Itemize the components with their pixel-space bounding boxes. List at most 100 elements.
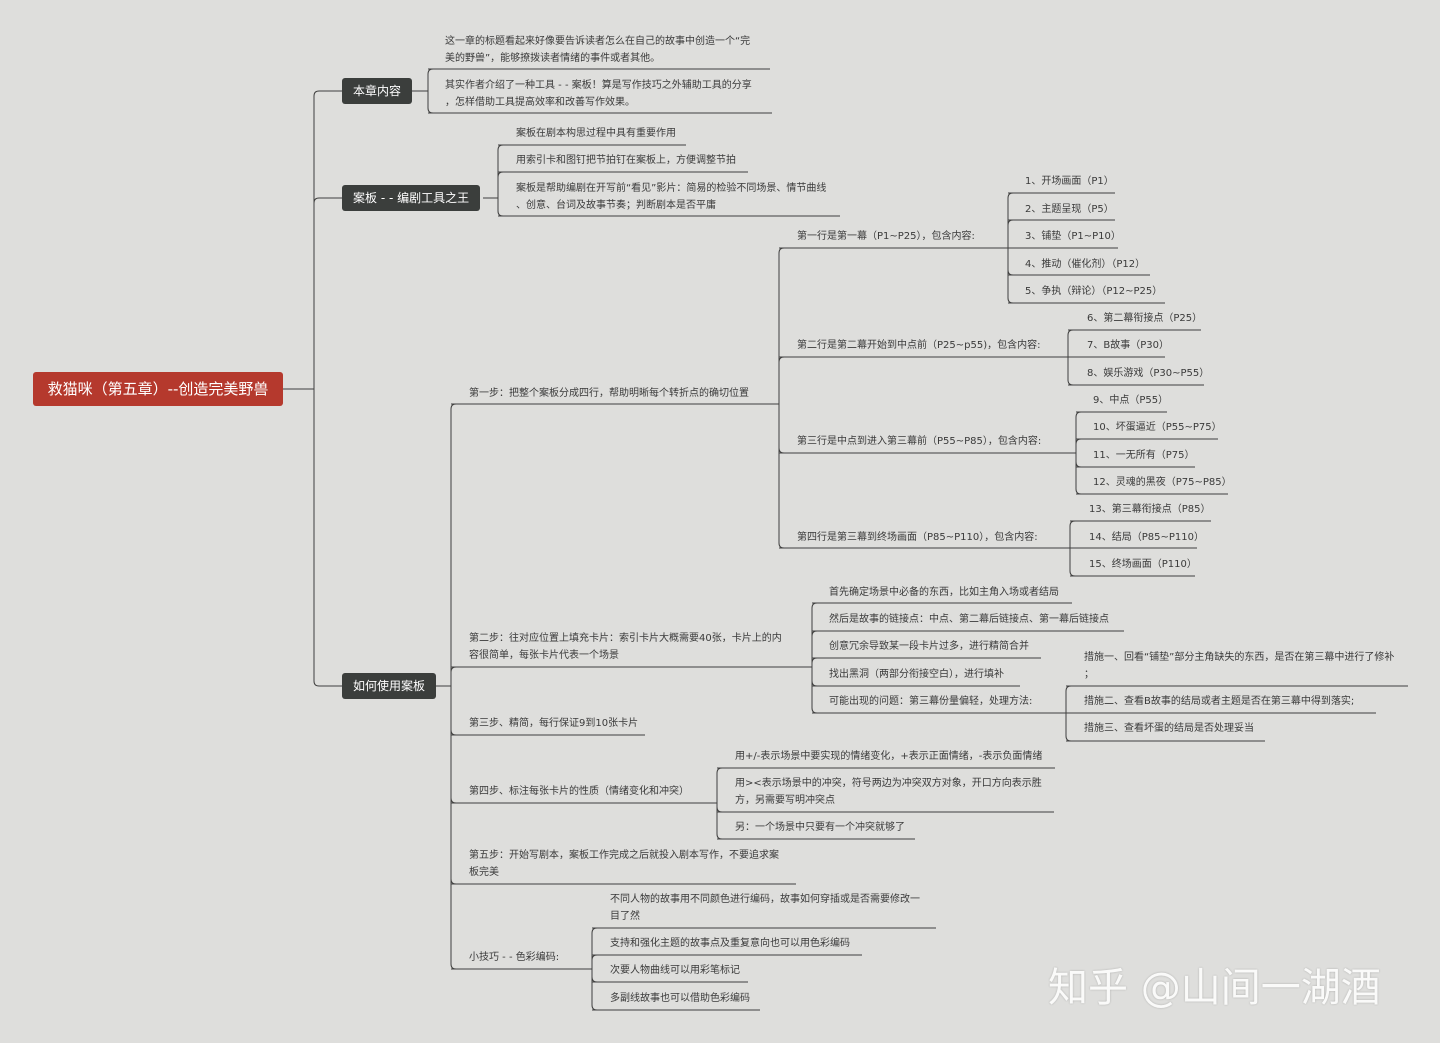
content-branch-link	[427, 68, 434, 91]
root-branch-link	[313, 197, 342, 389]
row1-item-3: 3、铺垫（P1~P10）	[1025, 231, 1121, 242]
tip-item-1-line-1: 不同人物的故事用不同颜色进行编码，故事如何穿插或是否需要修改一	[610, 894, 920, 905]
section-chapter-content: 本章内容	[342, 78, 413, 104]
row1-branch-link	[1007, 219, 1014, 248]
tip-branch-link	[591, 969, 598, 1011]
usage-branch-link	[450, 403, 457, 686]
step2-label-line-2: 容很简单，每张卡片代表一个场景	[469, 650, 619, 661]
row3-item-2: 10、坏蛋逼近（P55~P75）	[1093, 422, 1222, 433]
row2-item-1: 6、第二幕衔接点（P25）	[1087, 313, 1203, 324]
content-item-1-line-1: 这一章的标题看起来好像要告诉读者怎么在自己的故事中创造一个“完	[445, 36, 751, 47]
row3-item-3: 11、一无所有（P75）	[1093, 450, 1195, 461]
row2-item-3: 8、娱乐游戏（P30~P55）	[1087, 368, 1210, 379]
row4-item-2: 14、结局（P85~P110）	[1089, 532, 1204, 543]
row3-branch-link	[1075, 453, 1082, 468]
row4-branch-link	[1069, 548, 1076, 577]
board-item-2: 用索引卡和图钉把节拍钉在案板上，方便调整节拍	[516, 155, 736, 166]
row2-item-2: 7、B故事（P30）	[1087, 340, 1169, 351]
tip-branch-link	[591, 969, 598, 983]
step2-branch-link	[811, 657, 818, 667]
board-item-1: 案板在剧本构思过程中具有重要作用	[516, 128, 676, 139]
step2-item-4: 找出黑洞（两部分衔接空白），进行填补	[829, 669, 1004, 680]
row3-branch-link	[1075, 411, 1082, 453]
row2-branch-link	[1067, 357, 1074, 386]
step1-row2-label: 第二行是第二幕开始到中点前（P25~p55)，包含内容:	[797, 340, 1041, 351]
step4-branch-link	[716, 803, 723, 840]
content-item-2-line-2: ，怎样借助工具提高效率和改善写作效果。	[445, 97, 635, 108]
tip-item-3: 次要人物曲线可以用彩笔标记	[610, 965, 740, 976]
step1-branch-link	[778, 404, 785, 549]
watermark: 知乎 @山间一湖酒	[1048, 965, 1381, 1011]
measure-2: 措施二、查看B故事的结局或者主题是否在第三幕中得到落实;	[1084, 696, 1355, 707]
usage-branch-link	[450, 686, 457, 736]
row1-item-4: 4、推动（催化剂）（P12）	[1025, 259, 1146, 270]
step2-label-line-1: 第二步：往对应位置上填充卡片：索引卡片大概需要40张，卡片上的内	[469, 633, 782, 644]
step4-branch-link	[716, 767, 723, 803]
measure-branch-link	[1065, 685, 1072, 713]
usage-branch-link	[450, 666, 457, 686]
step4-label: 第四步、标注每张卡片的性质（情绪变化和冲突）	[469, 786, 689, 797]
root-branch-link	[313, 389, 342, 687]
step1-branch-link	[778, 247, 785, 404]
row3-branch-link	[1075, 453, 1082, 495]
row3-branch-link	[1075, 438, 1082, 453]
root-branch-link	[313, 90, 342, 389]
section-board-tool: 案板 - - 编剧工具之王	[342, 185, 481, 211]
step1-row4-label: 第四行是第三幕到终场画面（P85~P110），包含内容:	[797, 532, 1038, 543]
step2-branch-link	[811, 630, 818, 667]
tip-item-1-line-2: 目了然	[610, 911, 640, 922]
row2-branch-link	[1067, 329, 1074, 357]
step2-branch-link	[811, 602, 818, 667]
row3-item-4: 12、灵魂的黑夜（P75~P85）	[1093, 477, 1232, 488]
step2-item-1: 首先确定场景中必备的东西，比如主角入场或者结局	[829, 587, 1059, 598]
section-how-to-use: 如何使用案板	[342, 673, 437, 699]
tip-branch-link	[591, 954, 598, 969]
step5-label-line-2: 板完美	[469, 867, 499, 878]
step1-branch-link	[778, 356, 785, 404]
row3-item-1: 9、中点（P55）	[1093, 395, 1169, 406]
step1-row3-label: 第三行是中点到进入第三幕前（P55~P85），包含内容:	[797, 436, 1042, 447]
row1-branch-link	[1007, 248, 1014, 276]
step5-label-line-1: 第五步：开始写剧本，案板工作完成之后就投入剧本写作，不要追求案	[469, 850, 779, 861]
step2-item-3: 创意冗余导致某一段卡片过多，进行精简合并	[829, 641, 1029, 652]
tip-label: 小技巧 - - 色彩编码:	[469, 952, 560, 963]
step4-item-3: 另：一个场景中只要有一个冲突就够了	[735, 822, 905, 833]
row4-branch-link	[1069, 520, 1076, 548]
row1-item-5: 5、争执（辩论）（P12~P25）	[1025, 286, 1163, 297]
measure-3: 措施三、查看坏蛋的结局是否处理妥当	[1084, 723, 1254, 734]
step4-item-2-line-2: 方，另需要写明冲突点	[735, 795, 835, 806]
row4-item-1: 13、第三幕衔接点（P85）	[1089, 504, 1211, 515]
step1-row1-label: 第一行是第一幕（P1~P25），包含内容:	[797, 231, 975, 242]
step4-branch-link	[716, 803, 723, 813]
measure-1-line-2: ；	[1084, 669, 1094, 680]
step3-label: 第三步、精简，每行保证9到10张卡片	[469, 718, 639, 729]
board-branch-link	[497, 198, 504, 217]
board-branch-link	[497, 171, 504, 198]
tip-branch-link	[591, 927, 598, 969]
step2-branch-link	[811, 667, 818, 714]
usage-branch-link	[450, 686, 457, 804]
row4-item-3: 15、终场画面（P110）	[1089, 559, 1197, 570]
measure-branch-link	[1065, 713, 1072, 742]
step1-branch-link	[778, 404, 785, 454]
content-item-1-line-2: 美的野兽”，能够撩拨读者情绪的事件或者其他。	[445, 53, 661, 64]
board-item-3-line-1: 案板是帮助编剧在开写前“看见”影片：简易的检验不同场景、情节曲线	[516, 183, 827, 194]
tip-item-2: 支持和强化主题的故事点及重复意向也可以用色彩编码	[610, 938, 850, 949]
step2-item-5: 可能出现的问题：第三幕份量偏轻，处理方法:	[829, 696, 1033, 707]
root-topic: 救猫咪（第五章）--创造完美野兽	[33, 372, 283, 406]
content-branch-link	[427, 91, 434, 114]
content-item-2-line-1: 其实作者介绍了一种工具 - - 案板！算是写作技巧之外辅助工具的分享	[445, 80, 752, 91]
step1-label: 第一步：把整个案板分成四行，帮助明晰每个转折点的确切位置	[469, 388, 749, 399]
usage-branch-link	[450, 686, 457, 885]
measure-1-line-1: 措施一、回看“铺垫”部分主角缺失的东西，是否在第三幕中进行了修补	[1084, 652, 1395, 663]
row1-item-1: 1、开场画面（P1）	[1025, 176, 1114, 187]
tip-item-4: 多副线故事也可以借助色彩编码	[610, 993, 750, 1004]
step2-branch-link	[811, 667, 818, 687]
step2-item-2: 然后是故事的链接点：中点、第二幕后链接点、第一幕后链接点	[829, 614, 1109, 625]
step4-item-2-line-1: 用><表示场景中的冲突，符号两边为冲突双方对象，开口方向表示胜	[735, 778, 1042, 789]
step4-item-1: 用+/-表示场景中要实现的情绪变化，+表示正面情绪，-表示负面情绪	[735, 751, 1043, 762]
board-item-3-line-2: 、创意、台词及故事节奏；判断剧本是否平庸	[516, 200, 716, 211]
usage-branch-link	[450, 686, 457, 970]
row1-item-2: 2、主题呈现（P5）	[1025, 204, 1114, 215]
